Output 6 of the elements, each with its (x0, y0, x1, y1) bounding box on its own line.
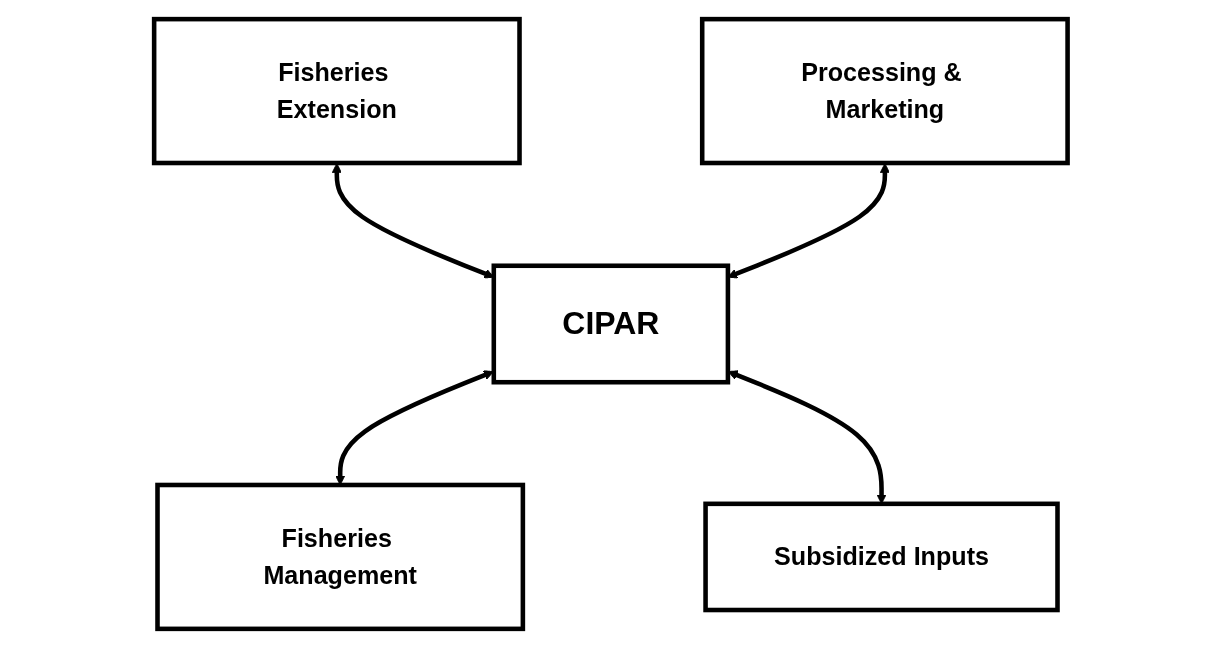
node-box (491, 263, 730, 385)
node-box (699, 16, 1070, 166)
diagram: Fisheries Extension Processing & Marketing CIPAR Fisheries Management Subsidized Inputs (144, 10, 1077, 638)
node-box (702, 501, 1060, 613)
node-box (151, 16, 522, 166)
node-box (154, 482, 525, 632)
